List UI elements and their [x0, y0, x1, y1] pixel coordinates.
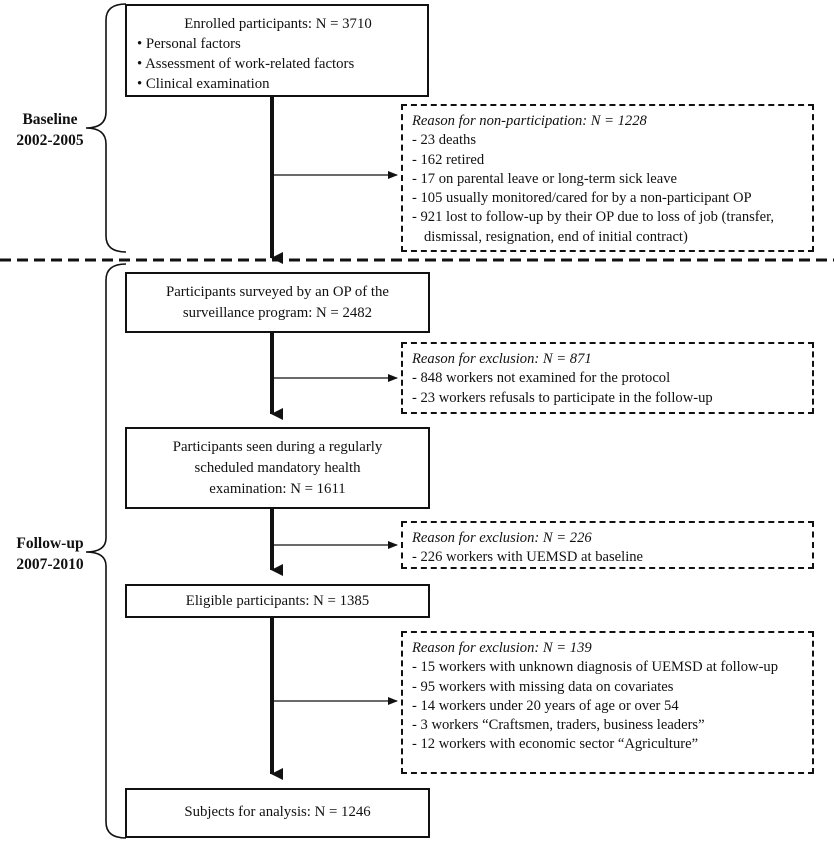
list-item: - 12 workers with economic sector “Agric…: [412, 736, 699, 753]
list-item: - 162 retired: [412, 151, 485, 168]
baseline-label: Baseline 2002-2005: [0, 109, 100, 151]
list-item: - 23 workers refusals to participate in …: [412, 389, 713, 406]
list-item: - 3 workers “Craftsmen, traders, busines…: [412, 717, 705, 734]
seen-line-1: Participants seen during a regularly: [172, 439, 383, 455]
list-item: - 14 workers under 20 years of age or ov…: [412, 697, 679, 714]
seen-box: Participants seen during a regularly sch…: [125, 427, 430, 509]
list-item: • Clinical examination: [137, 76, 270, 92]
list-item: - 921 lost to follow-up by their OP due …: [412, 209, 775, 226]
list-item: - 23 deaths: [412, 132, 477, 149]
nonparticipation-title: Reason for non-participation: N = 1228: [412, 113, 647, 129]
surveyed-line-2: surveillance program: N = 2482: [182, 305, 373, 321]
eligible-text: Eligible participants: N = 1385: [185, 593, 370, 609]
enrolled-box: Enrolled participants: N = 3710 • Person…: [125, 4, 429, 97]
exclusion-2-title: Reason for exclusion: N = 226: [412, 530, 592, 546]
exclusion-box-1: Reason for exclusion: N = 871 - 848 work…: [401, 342, 814, 414]
followup-label-years: 2007-2010: [16, 556, 84, 573]
enrolled-list: • Personal factors • Assessment of work-…: [137, 34, 419, 94]
list-item: - 15 workers with unknown diagnosis of U…: [412, 659, 779, 676]
surveyed-line-1: Participants surveyed by an OP of the: [165, 284, 389, 300]
baseline-brace: [85, 3, 127, 253]
exclusion-3-title: Reason for exclusion: N = 139: [412, 640, 592, 656]
baseline-label-title: Baseline: [22, 111, 78, 128]
list-item: - 848 workers not examined for the proto…: [412, 370, 671, 387]
list-item-continuation: dismissal, resignation, end of initial c…: [424, 228, 688, 245]
list-item: - 105 usually monitored/cared for by a n…: [412, 190, 752, 207]
nonparticipation-box: Reason for non-participation: N = 1228 -…: [401, 104, 814, 252]
analysis-box: Subjects for analysis: N = 1246: [125, 788, 430, 838]
enrolled-title: Enrolled participants: N = 3710: [184, 16, 372, 32]
followup-label: Follow-up 2007-2010: [0, 533, 100, 575]
seen-line-2: scheduled mandatory health: [194, 460, 361, 476]
exclusion-1-title: Reason for exclusion: N = 871: [412, 351, 592, 367]
list-item: - 17 on parental leave or long-term sick…: [412, 170, 678, 187]
list-item: • Personal factors: [137, 36, 241, 52]
analysis-text: Subjects for analysis: N = 1246: [184, 804, 371, 820]
seen-line-3: examination: N = 1611: [209, 481, 346, 497]
eligible-box: Eligible participants: N = 1385: [125, 584, 430, 618]
followup-brace: [85, 263, 127, 839]
followup-label-title: Follow-up: [16, 535, 84, 552]
list-item: - 95 workers with missing data on covari…: [412, 678, 674, 695]
exclusion-box-3: Reason for exclusion: N = 139 - 15 worke…: [401, 631, 814, 774]
baseline-label-years: 2002-2005: [16, 132, 84, 149]
list-item: • Assessment of work-related factors: [137, 56, 355, 72]
exclusion-box-2: Reason for exclusion: N = 226 - 226 work…: [401, 521, 814, 569]
surveyed-box: Participants surveyed by an OP of the su…: [125, 272, 430, 333]
list-item: - 226 workers with UEMSD at baseline: [412, 549, 644, 566]
